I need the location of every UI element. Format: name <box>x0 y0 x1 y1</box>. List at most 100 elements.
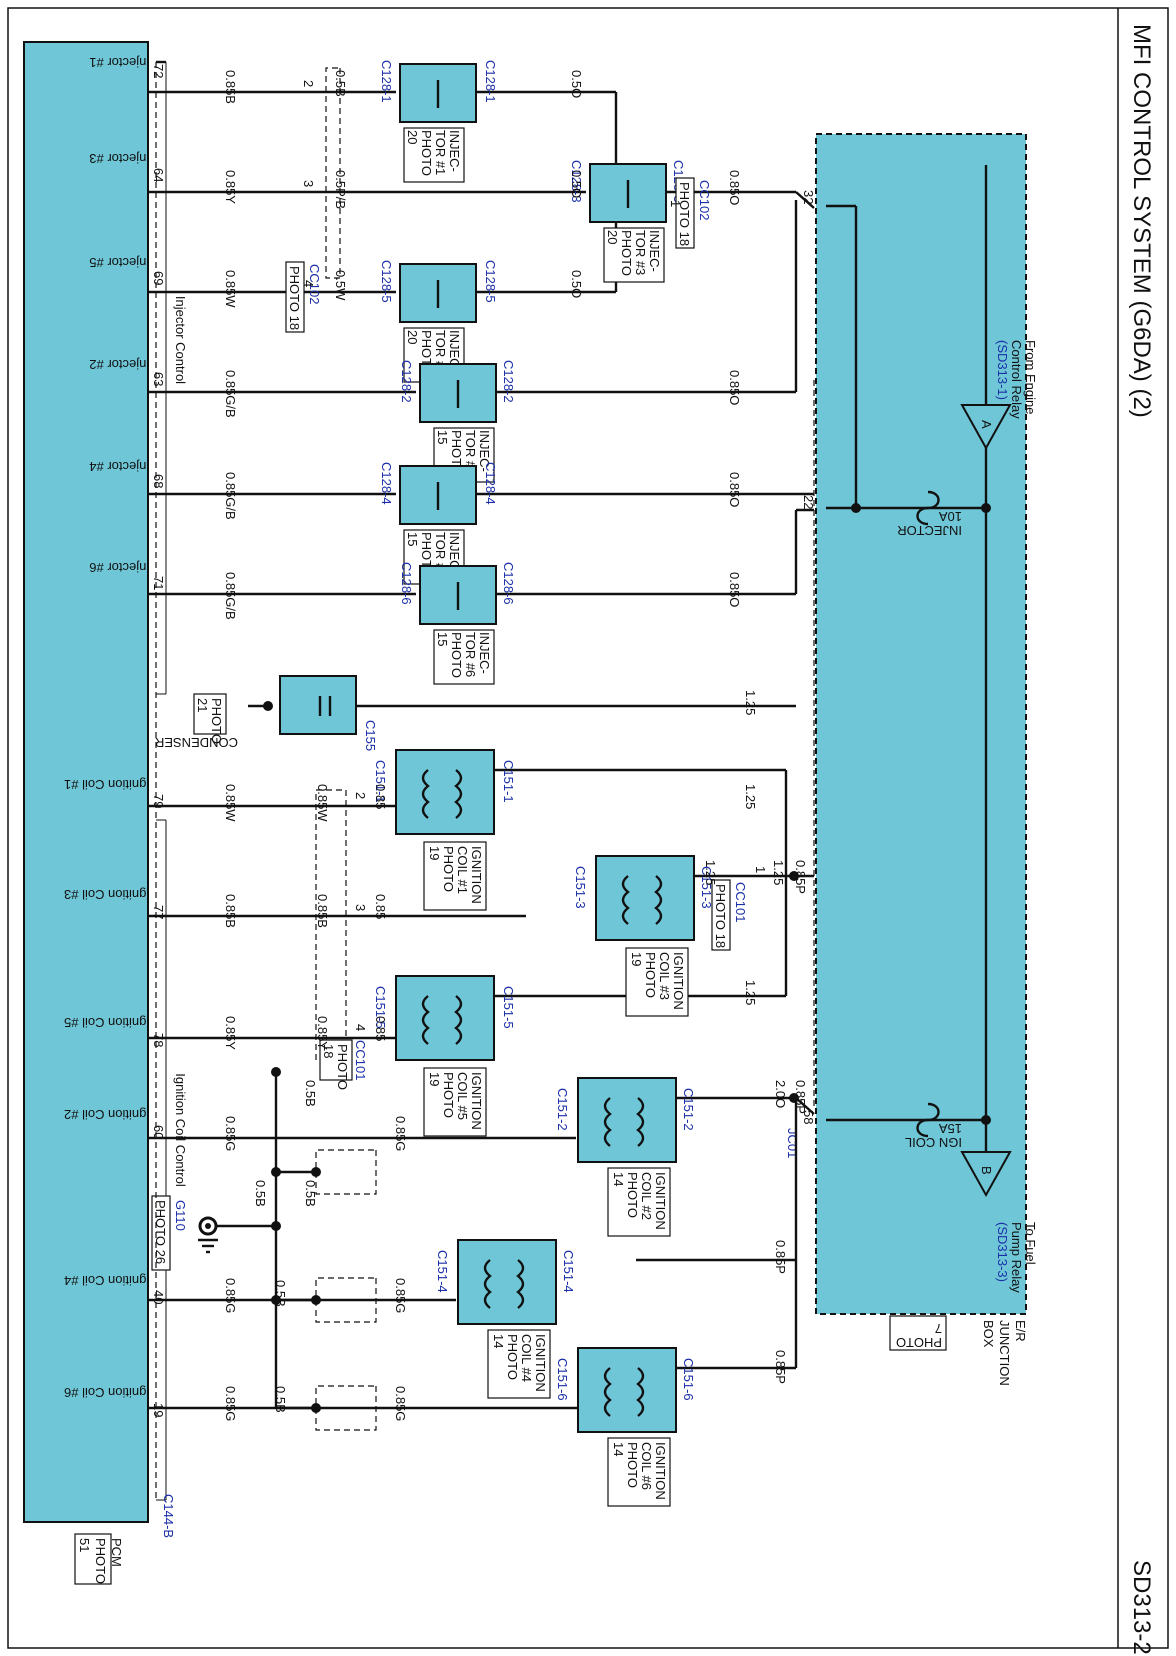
pin-number: 72 <box>151 64 166 78</box>
coil-connector: C151-5 <box>373 986 388 1029</box>
coil-name: IGNITION <box>533 1334 548 1392</box>
coil-photo-number: 19 <box>427 1072 442 1086</box>
fuse-injector-symbol <box>916 490 940 526</box>
fuse-injector-label: INJECTOR <box>897 523 962 538</box>
wire-label: 0.85O <box>727 472 742 507</box>
coil-name: COIL #4 <box>519 1334 534 1382</box>
injector-connector: C128-6 <box>501 562 516 605</box>
injector-photo-number: 20 <box>405 330 420 344</box>
pcm-pin-labels: Injector #1 Injector #3 Injector #5 Inje… <box>64 55 150 1400</box>
wire-label: 0.85G <box>393 1386 408 1421</box>
junction-box <box>815 133 1027 1315</box>
from-engine-relay: Control Relay <box>1009 340 1024 419</box>
coil-photo-number: 14 <box>611 1172 626 1186</box>
injector-name: TOR #1 <box>433 130 448 175</box>
pcm-photo-box <box>74 1533 112 1585</box>
fuse-injector-rating: 10A <box>939 509 962 524</box>
wire-label: 0.85G/B <box>223 572 238 620</box>
pin-label-coil-1: Ignition Coil #1 <box>64 777 150 792</box>
junction-photo: PHOTO <box>896 1335 942 1350</box>
pcm-label: PCM <box>109 1538 124 1567</box>
pcm-ignition-group-label: Ignition Coil Control <box>173 1073 188 1187</box>
injector-wires <box>148 90 815 596</box>
coil-photo-number: 19 <box>629 952 644 966</box>
coil-photo-number: 14 <box>491 1334 506 1348</box>
wire-label: 0.5W <box>333 270 348 301</box>
pin-number: 69 <box>151 271 166 285</box>
coil-photo: PHOTO <box>505 1334 520 1380</box>
connector-cc101-b-photo: PHOTO <box>335 1044 350 1090</box>
coil-photo: PHOTO <box>441 1072 456 1118</box>
wire-label: 0.85Y <box>223 170 238 204</box>
wire-label: 0.5B <box>253 1180 268 1207</box>
wire-label: 0.85G/B <box>223 370 238 418</box>
coil-connector: C151-6 <box>681 1358 696 1401</box>
page-code: SD313-2 <box>1128 1560 1155 1655</box>
pin-number: 77 <box>151 905 166 919</box>
wire-label: 0.85 <box>373 1016 388 1041</box>
connector-pin: 3 <box>301 180 316 187</box>
wire-label: 0.5O <box>569 270 584 298</box>
connector-a-triangle <box>960 404 1012 451</box>
injector-name: INJEC- <box>477 430 492 472</box>
pin-number: 60 <box>151 1125 166 1139</box>
connector-cc102-b-photo: PHOTO 18 <box>287 266 302 330</box>
wire-label: 0.5B <box>273 1280 288 1307</box>
connector-cc102-a-photo: PHOTO 18 <box>677 182 692 246</box>
to-fuel-pump-relay-ref: (SD313-3) <box>995 1222 1010 1282</box>
injector-connector: C128-4 <box>483 462 498 505</box>
pin-label-coil-4: Ignition Coil #4 <box>64 1273 150 1288</box>
pin-label-injector-4: Injector #4 <box>89 459 150 474</box>
coil-name: COIL #6 <box>639 1442 654 1490</box>
pcm-injector-group-label: Injector Control <box>173 296 188 384</box>
coil-name: COIL #5 <box>455 1072 470 1120</box>
pin-label-injector-5: Injector #5 <box>89 255 150 270</box>
ground-g110: G110 <box>173 1200 188 1231</box>
sheet-frame <box>7 7 1169 1649</box>
coil-photo: PHOTO <box>625 1172 640 1218</box>
pin-label-coil-2: Ignition Coil #2 <box>64 1107 150 1122</box>
injector-name: TOR #6 <box>463 632 478 677</box>
connector-cc102-b: CC102 <box>307 264 322 304</box>
injector-name: TOR #3 <box>633 230 648 275</box>
connector-cc101-b-photo: 18 <box>321 1044 336 1058</box>
coil-photo-number: 14 <box>611 1442 626 1456</box>
ignition-coil-5: C151-5 C151-5 IGNITION COIL #5 PHOTO 19 <box>373 975 516 1137</box>
wire-label: 0.85W <box>315 784 330 822</box>
wire-label: 0.85W <box>223 270 238 308</box>
coil-name: IGNITION <box>671 952 686 1010</box>
wire-label: 0.85G <box>223 1386 238 1421</box>
coil-connector: C151-1 <box>501 760 516 803</box>
coil-name: IGNITION <box>653 1442 668 1500</box>
junction-label: JUNCTION <box>997 1320 1012 1386</box>
wire-label: 0.85 <box>373 784 388 809</box>
to-fuel-pump-relay: To Fuel <box>1023 1222 1038 1265</box>
pin-number: 78 <box>151 1033 166 1047</box>
wire-label: 0.85O <box>727 170 742 205</box>
injector-name: TOR #2 <box>463 430 478 475</box>
connector-cc101-a: CC101 <box>733 882 748 922</box>
wire-label: 1.25 <box>771 860 786 885</box>
injector-name: INJEC- <box>477 632 492 674</box>
wire-label: 0.5O <box>569 70 584 98</box>
pin-number: 63 <box>151 372 166 386</box>
connector-pin: 2 <box>301 80 316 87</box>
wire-label: 0.85P <box>773 1350 788 1384</box>
pin-label-coil-3: Ignition Coil #3 <box>64 887 150 902</box>
injector-photo: PHOTO <box>419 130 434 176</box>
diagram-title: MFI CONTROL SYSTEM (G6DA) (2) <box>1128 24 1155 418</box>
wire-label: 0.85O <box>727 572 742 607</box>
wire-label: 0.85G <box>223 1278 238 1313</box>
wire-label: 0.85O <box>727 370 742 405</box>
injector-name: INJEC- <box>447 130 462 172</box>
connector-b: B <box>979 1166 994 1175</box>
pin-label-injector-6: Injector #6 <box>89 560 150 575</box>
injector-connector: C128-2 <box>501 360 516 403</box>
connector-pin: 1 <box>753 866 768 873</box>
coil-name: COIL #3 <box>657 952 672 1000</box>
junction-dot <box>789 1093 799 1103</box>
wire-label: 0.5P/B <box>333 170 348 209</box>
injector-name: INJEC- <box>647 230 662 272</box>
injector-connector: C128-6 <box>399 562 414 605</box>
wire-label: 1.25 <box>743 690 758 715</box>
